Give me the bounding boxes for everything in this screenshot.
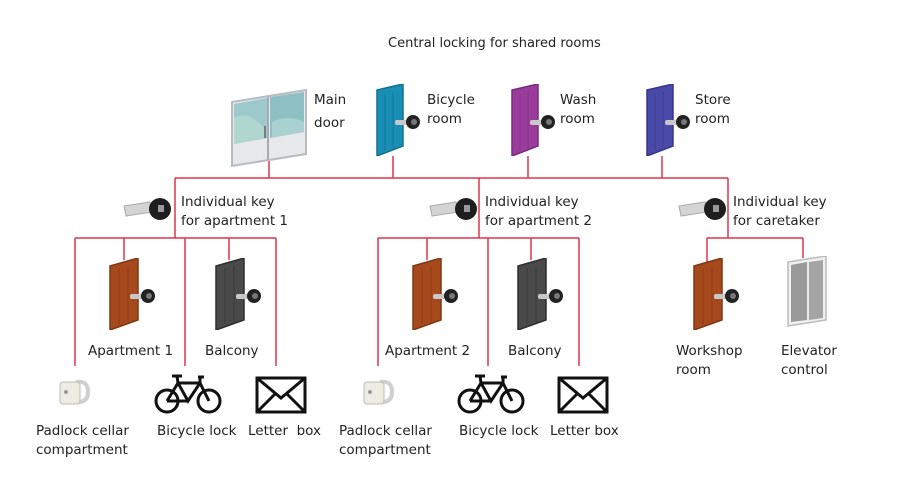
item-label-padlock-1: Padlock cellar compartment: [36, 423, 129, 458]
item-label-workshop-room: Workshop room: [676, 343, 743, 378]
shared-room-label-bicycle-room: Bicycle room: [427, 92, 475, 127]
glass-double-door-icon: [228, 88, 310, 176]
padlock-icon: [58, 374, 92, 412]
item-label-padlock-2: Padlock cellar compartment: [339, 423, 432, 458]
balcony-door-icon: [516, 257, 566, 334]
balcony-door-icon: [214, 257, 264, 334]
apartment-door-icon: [108, 257, 158, 334]
door-label-apartment-1: Apartment 1: [88, 343, 174, 359]
key-label-apartment-2: Individual key for apartment 2: [485, 194, 592, 229]
workshop-door-icon: [692, 257, 742, 334]
item-label-letter-box-2: Letter box: [550, 423, 619, 439]
door-label-apartment-2: Apartment 2: [385, 343, 471, 359]
store-room-door-icon: [645, 83, 693, 160]
envelope-icon: [557, 376, 609, 418]
key-label-caretaker: Individual key for caretaker: [733, 194, 827, 229]
item-label-elevator-control: Elevator control: [781, 343, 837, 378]
shared-room-label-main-door: Main door: [314, 92, 347, 131]
padlock-icon: [362, 374, 396, 412]
door-label-balcony-1: Balcony: [205, 343, 259, 359]
item-label-bicycle-lock-1: Bicycle lock: [157, 423, 237, 439]
elevator-icon: [786, 255, 830, 332]
shared-room-label-store-room: Store room: [695, 92, 731, 127]
diagram-title: Central locking for shared rooms: [388, 36, 601, 51]
bicycle-room-door-icon: [375, 83, 423, 160]
key-icon: [428, 194, 478, 228]
bicycle-icon: [154, 373, 222, 419]
shared-room-label-wash-room: Wash room: [560, 92, 597, 127]
key-icon: [677, 194, 727, 228]
apartment-door-icon: [411, 257, 461, 334]
item-label-letter-box-1: Letter box: [248, 423, 322, 439]
bicycle-icon: [457, 373, 525, 419]
item-label-bicycle-lock-2: Bicycle lock: [459, 423, 539, 439]
envelope-icon: [255, 376, 307, 418]
wash-room-door-icon: [510, 83, 558, 160]
door-label-balcony-2: Balcony: [508, 343, 562, 359]
key-icon: [122, 194, 172, 228]
key-label-apartment-1: Individual key for apartment 1: [181, 194, 288, 229]
